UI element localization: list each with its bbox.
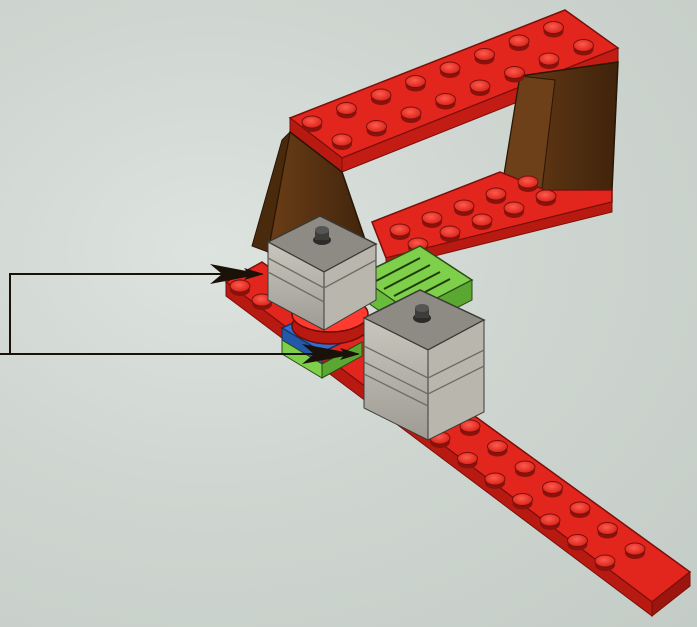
stud: [536, 190, 556, 206]
stud: [371, 89, 391, 105]
stud: [332, 134, 352, 150]
stud: [475, 49, 495, 65]
grey-brick-front: [364, 290, 484, 440]
stud: [509, 35, 529, 51]
stud: [367, 121, 387, 137]
stud: [472, 214, 492, 230]
stud: [406, 76, 426, 92]
stud: [544, 22, 564, 38]
stud: [337, 103, 357, 119]
stud: [302, 116, 322, 132]
stud: [598, 523, 618, 539]
stud: [485, 473, 505, 489]
stud: [422, 212, 442, 228]
stud: [505, 67, 525, 83]
stud: [488, 441, 508, 457]
stud: [390, 224, 410, 240]
stud: [436, 94, 456, 110]
stud: [454, 200, 474, 216]
stud: [568, 535, 588, 551]
stud: [518, 176, 538, 192]
stud: [230, 280, 250, 296]
stud: [440, 62, 460, 78]
stud: [470, 80, 490, 96]
stud: [486, 188, 506, 204]
stud: [513, 494, 533, 510]
stud: [401, 107, 421, 123]
stud: [440, 226, 460, 242]
stud: [539, 53, 559, 69]
stud: [515, 461, 535, 477]
stud: [540, 514, 560, 530]
stud: [574, 40, 594, 56]
stud: [504, 202, 524, 218]
stud: [458, 453, 478, 469]
stud: [595, 555, 615, 571]
stud: [625, 543, 645, 559]
stud: [543, 482, 563, 498]
stud: [570, 502, 590, 518]
